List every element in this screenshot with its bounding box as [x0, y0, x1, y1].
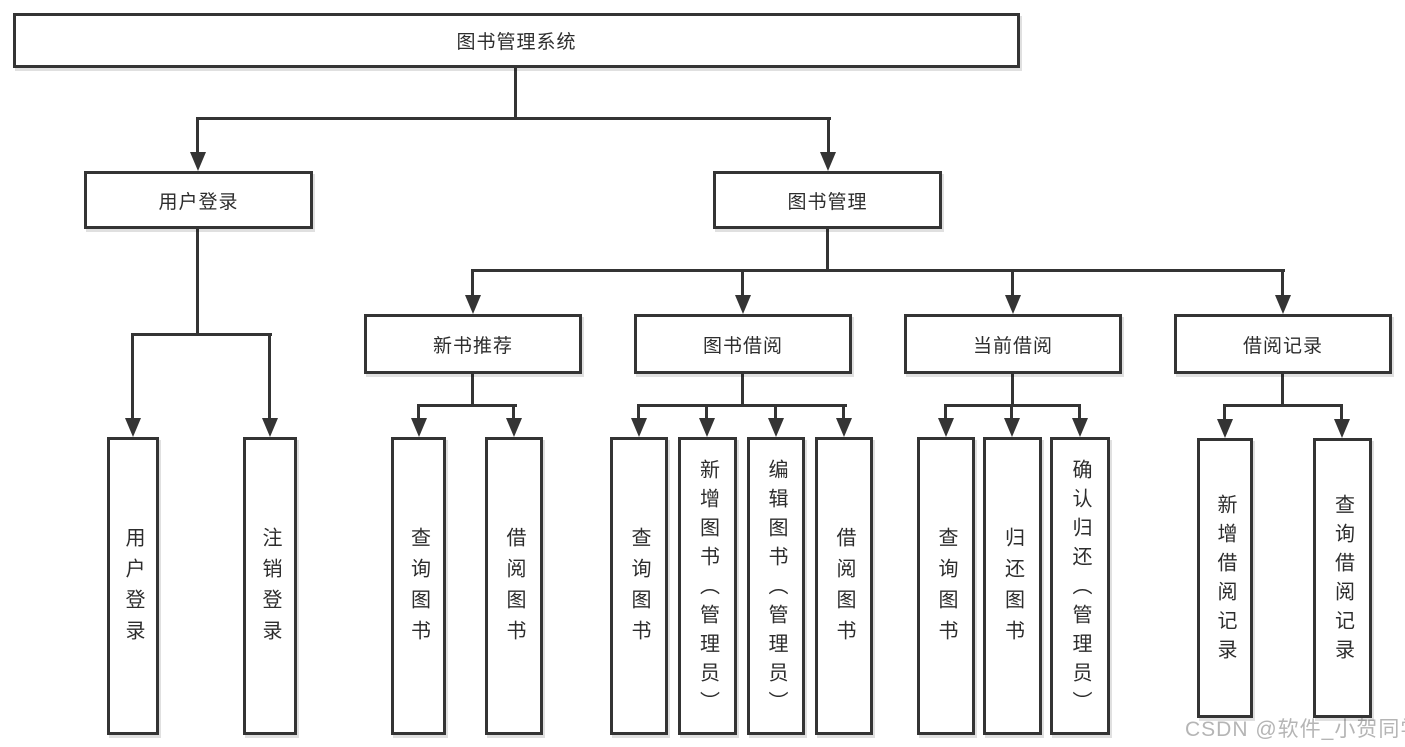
leaf-return-books: 归还图书 — [983, 437, 1042, 735]
connector-borrow-stub — [741, 372, 744, 407]
connector-to-leaf — [637, 404, 640, 419]
leaf-query-books-current: 查询图书 — [917, 437, 975, 735]
arrow-down-icon — [1005, 295, 1021, 314]
connector-to-leaf — [1078, 404, 1081, 419]
arrow-down-icon — [836, 418, 852, 437]
connector-to-current-borrow — [1011, 269, 1014, 297]
leaf-query-books-borrow: 查询图书 — [610, 437, 668, 735]
leaf-add-borrow-record: 新增借阅记录 — [1197, 438, 1253, 718]
connector-to-leaf — [774, 404, 777, 419]
connector-to-new-book-recommend — [471, 269, 474, 297]
connector-to-user-login — [196, 117, 199, 153]
connector-to-book-management — [827, 117, 830, 153]
node-library-management-system: 图书管理系统 — [13, 13, 1020, 68]
node-book-borrow: 图书借阅 — [634, 314, 852, 374]
arrow-down-icon — [820, 152, 836, 171]
arrow-down-icon — [768, 418, 784, 437]
connector-to-leaf — [1010, 404, 1013, 419]
arrow-down-icon — [125, 418, 141, 437]
connector-to-leaf — [842, 404, 845, 419]
arrow-down-icon — [1072, 418, 1088, 437]
connector-borrow-branch — [637, 404, 847, 407]
connector-book-mgmt-stub — [826, 227, 829, 272]
leaf-logout-login: 注销登录 — [243, 437, 297, 735]
leaf-query-books-recommend: 查询图书 — [391, 437, 446, 735]
leaf-borrow-books-recommend: 借阅图书 — [485, 437, 543, 735]
connector-records-branch — [1223, 404, 1343, 407]
connector-user-login-stub — [196, 227, 199, 336]
arrow-down-icon — [938, 418, 954, 437]
connector-to-leaf — [705, 404, 708, 419]
arrow-down-icon — [1334, 419, 1350, 438]
connector-to-leaf — [512, 404, 515, 419]
arrow-down-icon — [1217, 419, 1233, 438]
connector-to-leaf — [1223, 404, 1226, 420]
arrow-down-icon — [735, 295, 751, 314]
connector-records-stub — [1281, 372, 1284, 407]
arrow-down-icon — [262, 418, 278, 437]
arrow-down-icon — [465, 295, 481, 314]
connector-user-login-branch — [131, 333, 272, 336]
connector-to-book-borrow — [741, 269, 744, 297]
connector-to-borrow-records — [1281, 269, 1284, 297]
arrow-down-icon — [190, 152, 206, 171]
leaf-borrow-books: 借阅图书 — [815, 437, 873, 735]
connector-level2-branch — [471, 269, 1285, 272]
connector-to-leaf-user-login — [131, 333, 134, 418]
connector-root-stub — [514, 66, 517, 119]
node-new-book-recommend: 新书推荐 — [364, 314, 582, 374]
node-current-borrow: 当前借阅 — [904, 314, 1122, 374]
connector-to-leaf — [417, 404, 420, 419]
arrow-down-icon — [411, 418, 427, 437]
node-user-login: 用户登录 — [84, 171, 313, 229]
connector-current-stub — [1011, 372, 1014, 407]
connector-recommend-stub — [471, 372, 474, 407]
leaf-confirm-return-admin: 确认归还（管理员） — [1050, 437, 1110, 735]
connector-to-leaf-logout — [268, 333, 271, 418]
node-borrow-records: 借阅记录 — [1174, 314, 1392, 374]
arrow-down-icon — [699, 418, 715, 437]
connector-to-leaf — [944, 404, 947, 419]
arrow-down-icon — [631, 418, 647, 437]
leaf-edit-books-admin: 编辑图书（管理员） — [747, 437, 805, 735]
watermark: CSDN @软件_小贺同学 — [1185, 718, 1405, 741]
arrow-down-icon — [1275, 295, 1291, 314]
connector-recommend-branch — [417, 404, 517, 407]
connector-level1-branch — [196, 117, 831, 120]
arrow-down-icon — [1004, 418, 1020, 437]
connector-to-leaf — [1340, 404, 1343, 420]
node-book-management: 图书管理 — [713, 171, 942, 229]
leaf-user-login: 用户登录 — [107, 437, 159, 735]
arrow-down-icon — [506, 418, 522, 437]
leaf-query-borrow-record: 查询借阅记录 — [1313, 438, 1372, 718]
leaf-add-books-admin: 新增图书（管理员） — [678, 437, 737, 735]
